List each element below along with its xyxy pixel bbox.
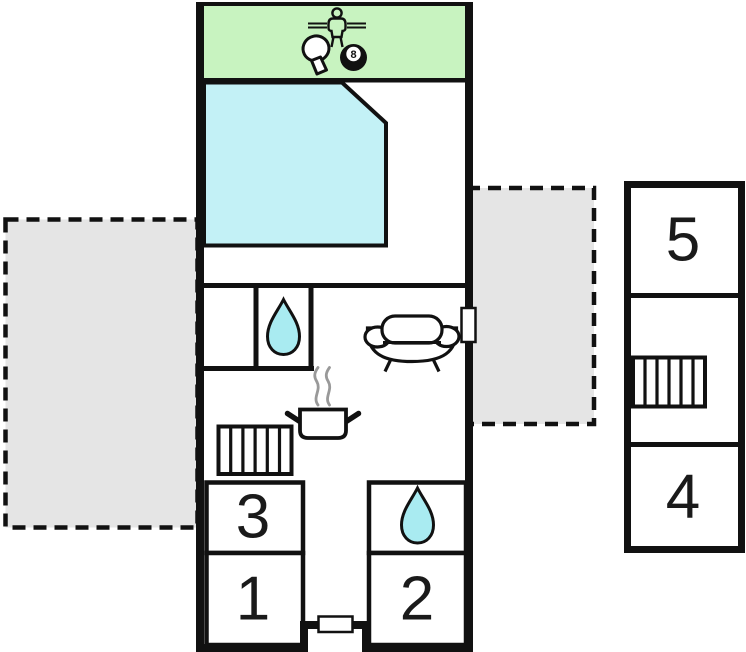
swimming-pool-area [202,80,388,248]
room-2-label: 2 [400,565,434,634]
cooking-pot-icon [284,407,362,440]
annex-room-5-label: 5 [666,206,700,275]
steam-icon [313,366,332,407]
annex-divider-top [624,293,745,298]
door-icon [317,615,354,634]
stairs-icon [216,424,294,476]
room-3-label: 3 [236,483,270,552]
bathroom-walls [204,283,314,371]
eight-ball-label: 8 [350,49,356,61]
annex-building: 5 4 [624,181,745,553]
door-icon [460,306,477,344]
foosball-player-icon [308,7,366,48]
interior-wall [204,283,465,288]
game-terrace-border [196,78,473,83]
room-boxes [204,480,469,648]
room-2-area [366,550,469,648]
billiard-8-ball-icon: 8 [340,44,367,71]
room-1-label: 1 [236,565,270,634]
room-1-area [204,550,306,648]
room-3-area [204,480,306,556]
table-tennis-paddle-icon [301,34,331,76]
water-drop-icon [265,296,302,357]
water-drop-icon [399,484,436,545]
sofa-icon [363,314,461,373]
annex-walls [624,181,745,553]
annex-divider-bottom [624,442,745,447]
annex-room-4-label: 4 [666,463,700,532]
main-building: 8 [196,2,477,652]
game-terrace [196,2,473,80]
terrace-right [464,185,597,427]
stairs-icon [631,355,707,409]
terrace-left [3,217,200,530]
